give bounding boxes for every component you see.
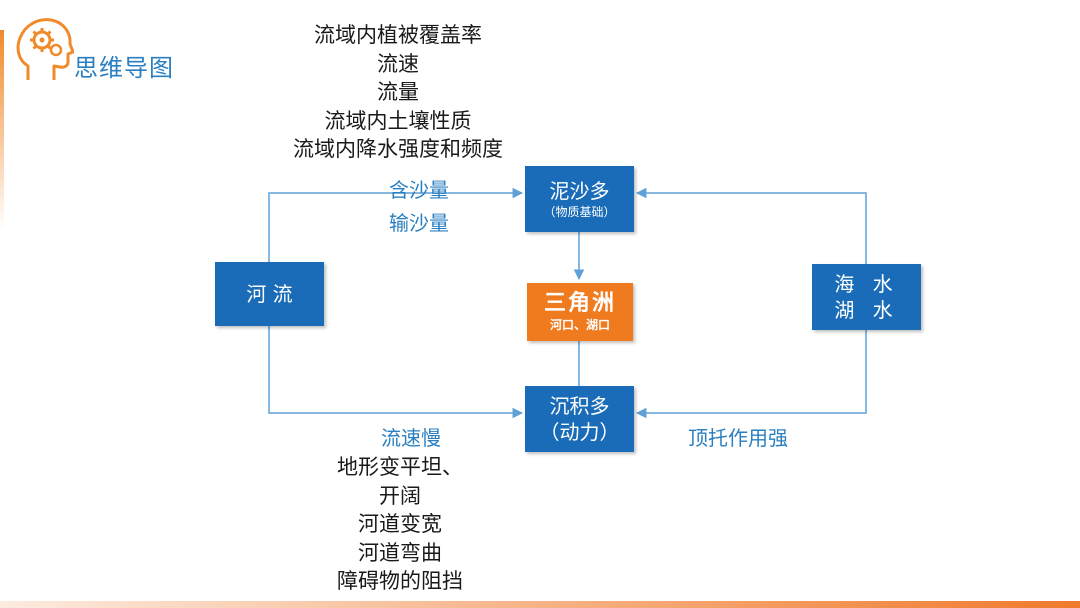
- node-sediment-label: 泥沙多: [549, 179, 610, 203]
- bottom-factor-item: 地形变平坦、: [337, 455, 463, 479]
- node-deposition-sub: （动力）: [539, 420, 620, 444]
- header-title: 思维导图: [74, 54, 174, 82]
- top-factor-item: 流域内降水强度和频度: [293, 137, 503, 161]
- top-factor-item: 流域内土壤性质: [324, 108, 472, 133]
- bottom-accent-bar: [0, 601, 1080, 608]
- edge-label-backwater: 顶托作用强: [688, 426, 788, 450]
- top-factor-item: 流速: [377, 51, 419, 76]
- bottom-factors-list: 地形变平坦、 开阔 河道变宽 河道弯曲 障碍物的阻挡: [310, 453, 490, 596]
- connector-sea-to-deposition: [635, 330, 867, 419]
- top-factors-list: 流域内植被覆盖率 流速 流量 流域内土壤性质 流域内降水强度和频度: [268, 21, 528, 164]
- top-factor-item: 流量: [377, 80, 419, 104]
- node-river-label: 河 流: [246, 282, 293, 306]
- bottom-factor-item: 河道弯曲: [358, 540, 442, 565]
- bottom-factor-item: 障碍物的阻挡: [337, 569, 463, 593]
- node-delta: 三角洲 河口、湖口: [527, 283, 633, 341]
- bottom-factor-item: 开阔: [379, 483, 421, 508]
- header: 思维导图: [14, 14, 214, 84]
- node-river: 河 流: [215, 262, 324, 326]
- edge-label-slow-flow: 流速慢: [381, 426, 441, 450]
- connector-river-to-deposition: [268, 326, 524, 419]
- node-sea-line1: 海 水: [834, 272, 899, 296]
- node-sea-line2: 湖 水: [834, 298, 899, 322]
- edge-label-sand-content: 含沙量: [389, 178, 449, 202]
- head-gears-icon: [16, 18, 74, 80]
- edge-label-sand-transport: 输沙量: [389, 211, 449, 235]
- left-accent-bar: [0, 30, 4, 230]
- connector-sea-to-sediment: [635, 187, 867, 264]
- node-sediment-sub: （物质基础）: [543, 205, 616, 219]
- connector-river-to-sediment: [268, 187, 524, 262]
- bottom-factor-item: 河道变宽: [358, 512, 442, 536]
- node-delta-sub: 河口、湖口: [549, 318, 610, 332]
- node-deposition: 沉积多 （动力）: [525, 386, 634, 452]
- node-delta-label: 三角洲: [543, 291, 616, 316]
- node-sea-lake: 海 水 湖 水: [812, 264, 921, 330]
- node-sediment: 泥沙多 （物质基础）: [525, 166, 634, 232]
- top-factor-item: 流域内植被覆盖率: [314, 23, 482, 47]
- node-deposition-label: 沉积多: [549, 394, 610, 418]
